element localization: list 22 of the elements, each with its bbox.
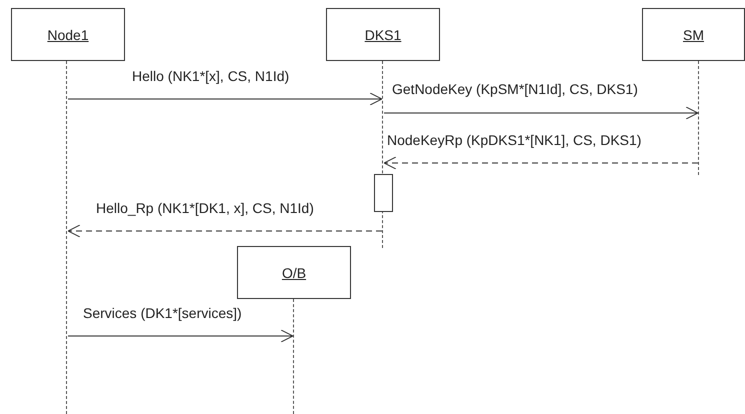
message-label: Services (DK1*[services]) — [82, 305, 243, 322]
lifeline — [293, 299, 294, 414]
message-arrow — [384, 106, 698, 120]
lifeline — [698, 61, 699, 175]
participant-name: DKS1 — [364, 26, 402, 42]
participant-box — [326, 8, 440, 61]
message-arrow — [384, 156, 698, 170]
lifeline — [66, 61, 67, 414]
message-label: Hello (NK1*[x], CS, N1Id) — [131, 68, 290, 85]
message-label: GetNodeKey (KpSM*[N1Id], CS, DKS1) — [391, 81, 639, 98]
activation-box — [374, 174, 393, 212]
participant-box — [642, 8, 745, 61]
participant-box — [237, 246, 351, 299]
message-arrow — [68, 330, 294, 342]
participant-name: SM — [683, 26, 704, 42]
message-label: NodeKeyRp (KpDKS1*[NK1], CS, DKS1) — [386, 132, 642, 149]
participant-name: Node1 — [47, 26, 89, 42]
participant-name: O/B — [282, 264, 306, 280]
message-label: Hello_Rp (NK1*[DK1, x], CS, N1Id) — [95, 200, 315, 217]
participant-box — [11, 8, 125, 61]
message-arrow — [68, 92, 382, 106]
message-arrow — [68, 224, 382, 238]
